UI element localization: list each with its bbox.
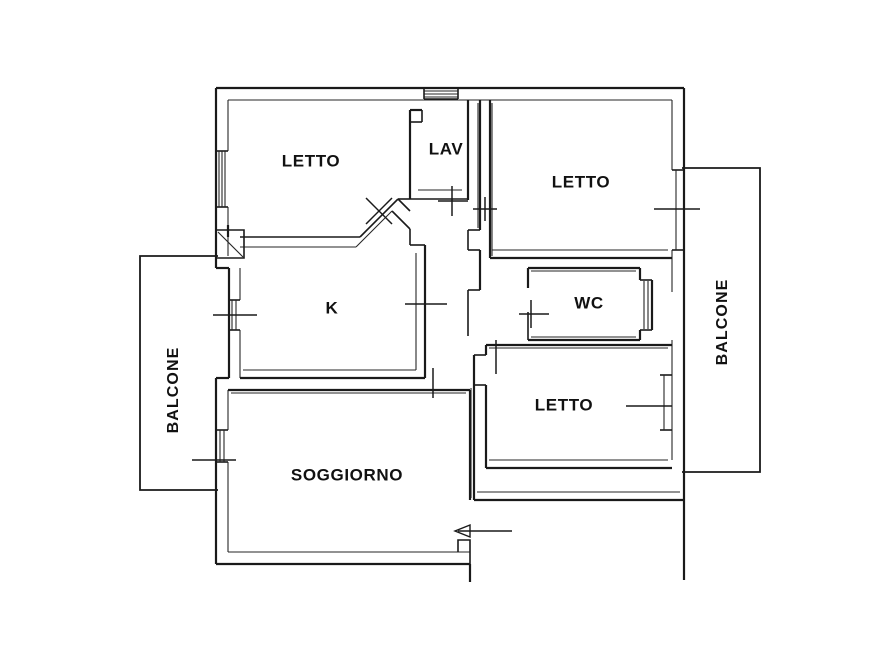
room-label-letto-3: LETTO bbox=[535, 395, 593, 414]
room-kitchen-walls bbox=[229, 198, 427, 380]
room-wc-walls bbox=[526, 266, 654, 342]
corridor-walls bbox=[467, 100, 482, 336]
room-label-cucina: K bbox=[326, 298, 339, 317]
room-letto-1-walls bbox=[215, 110, 412, 259]
room-letto-2-walls bbox=[488, 100, 684, 260]
room-label-letto-2: LETTO bbox=[552, 172, 610, 191]
room-labels: LETTO LAV LETTO K WC LETTO SOGGIORNO bbox=[282, 139, 610, 484]
balcony-left-outline bbox=[139, 255, 218, 491]
room-label-letto-1: LETTO bbox=[282, 151, 340, 170]
balcony-label-left: BALCONE bbox=[165, 347, 182, 434]
balcony-right-outline bbox=[682, 167, 761, 473]
room-letto-3-walls bbox=[470, 343, 684, 502]
entrance-direction-arrow bbox=[453, 523, 512, 539]
building-inner-wall-line bbox=[227, 99, 673, 553]
balcony-label-right: BALCONE bbox=[714, 279, 731, 366]
room-label-wc: WC bbox=[574, 293, 604, 312]
balcony-labels: BALCONE BALCONE bbox=[165, 279, 731, 434]
room-label-soggiorno: SOGGIORNO bbox=[291, 465, 403, 484]
opening-tick-marks bbox=[192, 186, 700, 461]
room-soggiorno-walls bbox=[216, 388, 472, 582]
room-lav-walls bbox=[410, 87, 470, 200]
room-label-lav: LAV bbox=[429, 139, 464, 158]
